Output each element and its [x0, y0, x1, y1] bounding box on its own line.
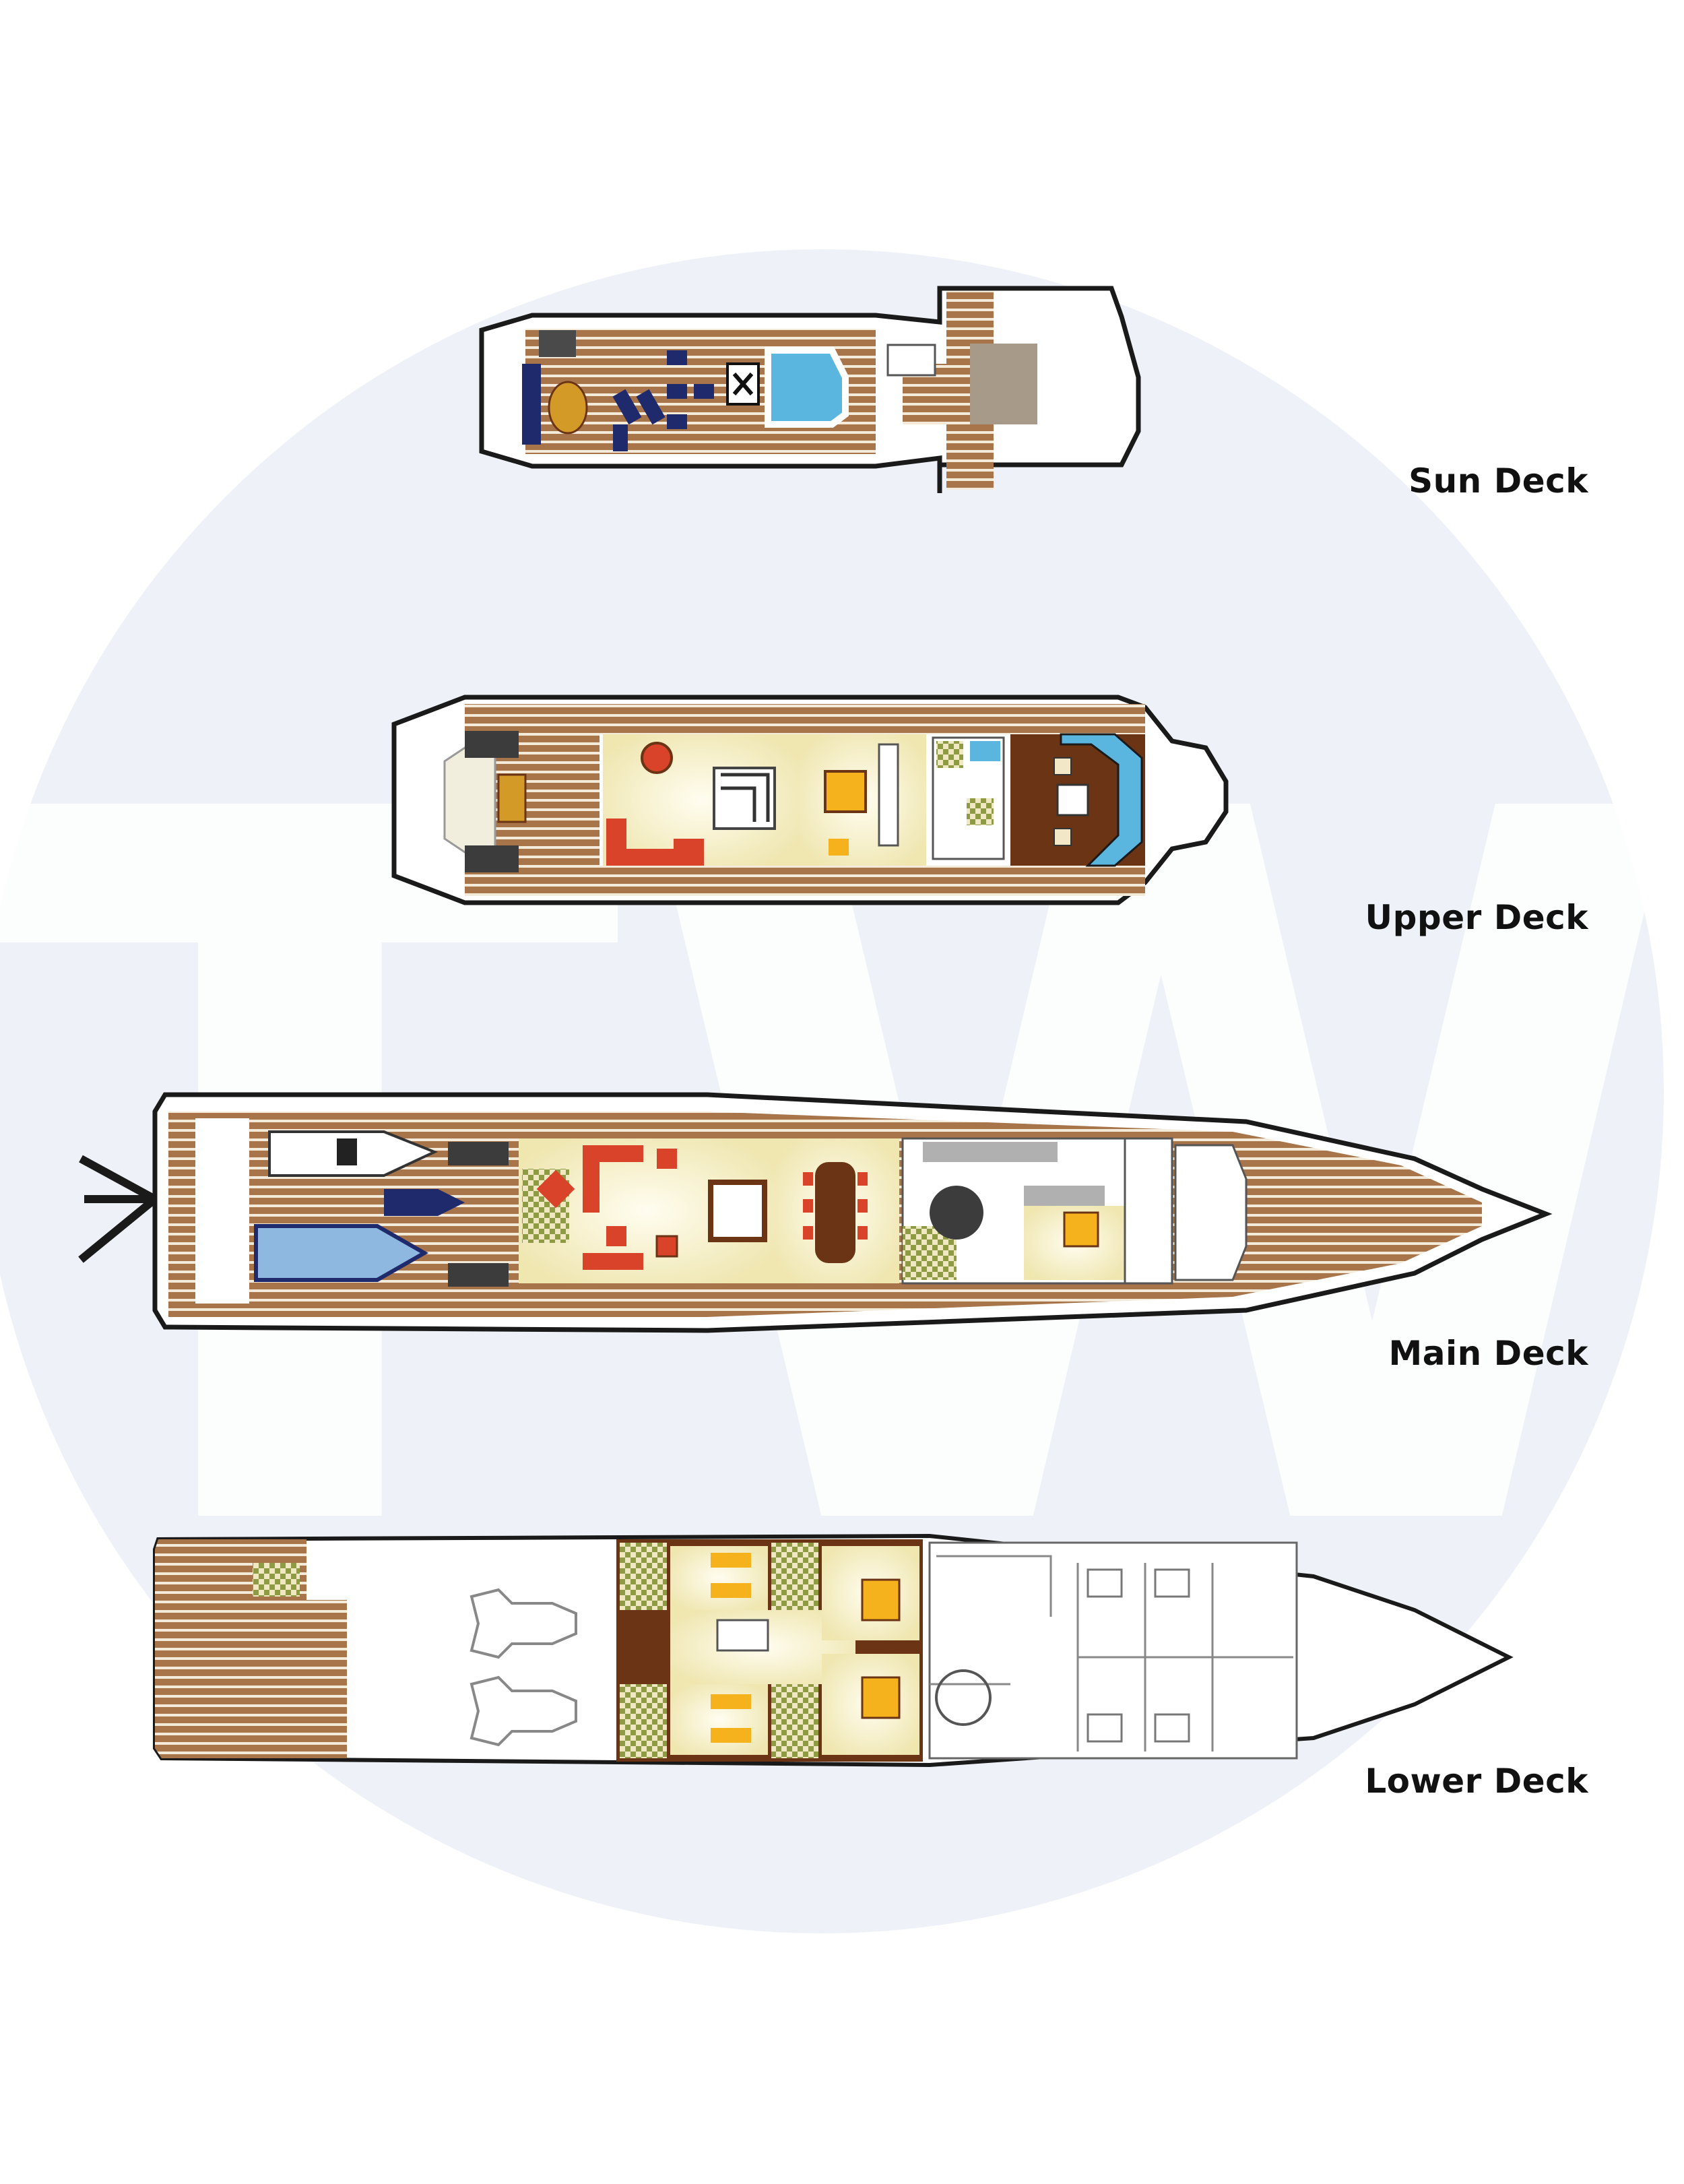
upper-deck-plan — [391, 695, 1229, 905]
main-deck-stairs-port — [448, 1142, 509, 1165]
main-deck-jetski — [384, 1189, 465, 1216]
upper-deck-stairs-port — [465, 731, 519, 758]
upper-deck-helm-chair — [1054, 757, 1072, 775]
upper-deck-bath-tile — [936, 741, 963, 768]
main-deck-coffee-table — [655, 1235, 678, 1258]
sun-deck-lounger — [636, 389, 666, 425]
sun-deck-jacuzzi — [765, 347, 849, 428]
main-deck-spiral-stair — [930, 1186, 983, 1240]
upper-deck-teak-top — [465, 704, 1145, 734]
main-deck-sofa — [583, 1253, 643, 1270]
lower-deck-crew-bunk — [1154, 1713, 1190, 1743]
sun-deck-chair — [667, 384, 687, 399]
lower-deck-double-bed — [861, 1578, 901, 1621]
lower-deck-bath-tile — [771, 1684, 818, 1758]
lower-deck-crew-bunk — [1154, 1568, 1190, 1598]
sun-deck-mast-cross — [732, 373, 754, 395]
main-deck-captain-bed — [1063, 1211, 1099, 1248]
upper-deck-owner-bed — [824, 770, 867, 813]
main-deck-tender-bay — [195, 1118, 249, 1304]
main-deck-dining-chair — [857, 1172, 868, 1186]
upper-deck-wardrobe — [878, 743, 899, 847]
lower-deck-engine — [469, 1588, 577, 1659]
main-deck-dining-chair — [803, 1226, 813, 1240]
main-deck-dining-table — [815, 1162, 855, 1263]
sun-deck-label: Sun Deck — [1408, 461, 1588, 501]
upper-deck-stairs-stbd — [465, 845, 519, 872]
main-deck-rib — [254, 1224, 429, 1282]
main-deck-galley-counter — [923, 1142, 1058, 1162]
main-deck-sofa — [583, 1145, 600, 1213]
main-deck-tender-console — [337, 1138, 357, 1165]
upper-deck-corner-sofa — [606, 818, 684, 866]
main-deck-dining-chair — [803, 1172, 813, 1186]
upper-deck-staircase — [721, 773, 770, 822]
sun-deck-wc — [886, 344, 936, 377]
lower-deck-twin-bed — [711, 1694, 751, 1709]
upper-deck-games-table — [641, 742, 673, 774]
lower-deck-twin-bed — [711, 1583, 751, 1598]
lower-deck-plan — [153, 1533, 1514, 1768]
upper-deck-bathtub — [970, 741, 1000, 761]
upper-deck-desk — [829, 839, 849, 856]
upper-deck-bath-tile — [967, 798, 994, 825]
main-deck-dining-chair — [857, 1226, 868, 1240]
sun-deck-chair — [694, 384, 714, 399]
sun-deck-lounger — [612, 389, 642, 425]
main-deck-armchair — [606, 1226, 626, 1246]
upper-deck-corner-sofa — [674, 839, 704, 866]
lower-deck-crew-bunk — [1087, 1568, 1123, 1598]
upper-deck-label: Upper Deck — [1365, 898, 1588, 937]
lower-deck-tile — [253, 1563, 300, 1597]
lower-deck-staircase — [716, 1619, 769, 1652]
upper-deck-aft-table — [497, 773, 527, 823]
main-deck-staircase — [708, 1180, 767, 1242]
watermark-disc — [0, 249, 1664, 1933]
lower-deck-double-bed — [861, 1676, 901, 1719]
sun-deck-lounger — [613, 424, 628, 451]
sun-deck-plan — [479, 286, 1141, 493]
upper-deck-staircase-well — [713, 767, 776, 830]
lower-deck-twin-bed — [711, 1728, 751, 1743]
main-deck-galley-counter — [1024, 1186, 1105, 1206]
main-deck-dining-chair — [857, 1199, 868, 1213]
main-deck-stairs-stbd — [448, 1263, 509, 1287]
sun-deck-chair — [667, 414, 687, 429]
sun-deck-dining-table — [548, 381, 588, 435]
lower-deck-crew-area — [928, 1541, 1298, 1760]
upper-deck-helm-console — [1060, 733, 1143, 867]
main-deck-crew-mess — [1124, 1137, 1173, 1285]
main-deck-game-table — [536, 1169, 575, 1209]
sun-deck-helm-console — [970, 344, 1037, 424]
lower-deck-bath-tile — [771, 1543, 818, 1610]
lower-deck-crew-bunk — [1087, 1713, 1123, 1743]
main-deck-armchair — [657, 1149, 677, 1169]
lower-deck-bath-tile — [620, 1684, 667, 1758]
main-deck-plan — [78, 1092, 1553, 1333]
sun-deck-aft-sofa — [522, 364, 541, 445]
lower-deck-crew-spiral-stair — [935, 1669, 992, 1726]
upper-deck-helm-chair — [1054, 828, 1072, 846]
lower-deck-twin-bed — [711, 1553, 751, 1568]
main-deck-label: Main Deck — [1388, 1334, 1588, 1373]
lower-deck-engine — [469, 1675, 577, 1747]
main-deck-dining-chair — [803, 1199, 813, 1213]
lower-deck-crew-walls — [930, 1555, 1293, 1752]
sun-deck-stairs — [539, 330, 576, 357]
sun-deck-chair — [667, 350, 687, 365]
lower-deck-bath-tile — [620, 1543, 667, 1610]
upper-deck-aft-sofa — [443, 746, 496, 854]
upper-deck-chart-table — [1056, 783, 1089, 816]
upper-deck-teak-bottom — [465, 866, 1145, 896]
lower-deck-label: Lower Deck — [1365, 1762, 1588, 1801]
main-deck-foredeck-cover — [1174, 1144, 1248, 1281]
